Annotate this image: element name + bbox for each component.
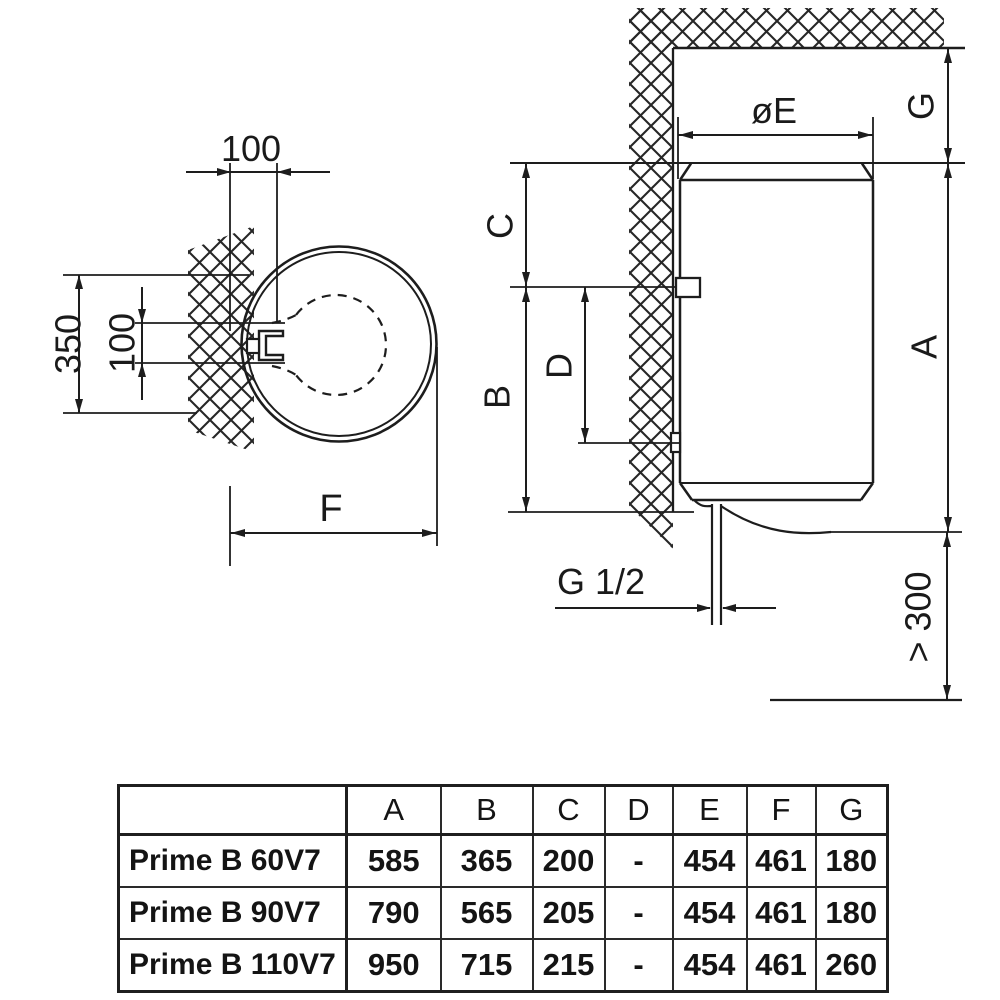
dim-350 — [63, 274, 249, 414]
outlet-pipe — [710, 504, 723, 625]
spec-cell: 454 — [671, 885, 748, 940]
header-B: B — [439, 784, 534, 836]
spec-cell: 180 — [814, 885, 889, 940]
spec-cell: 200 — [531, 833, 606, 888]
dim-label-top-gap: G — [901, 92, 942, 120]
spec-cell: 215 — [531, 937, 606, 993]
header-D: D — [603, 784, 674, 836]
dim-100-inner — [135, 287, 285, 400]
tank-outline-inner — [246, 251, 432, 437]
spec-cell: 180 — [814, 833, 889, 888]
spec-cell: 715 — [439, 937, 534, 993]
dim-F — [229, 347, 438, 566]
wall-hatch-top-view — [188, 226, 254, 452]
spec-cell: 790 — [345, 885, 442, 940]
inner-tank-dashed — [271, 293, 388, 397]
side-view: øE G A > 300 — [477, 8, 965, 702]
spec-cell: 205 — [531, 885, 606, 940]
header-A: A — [345, 784, 442, 836]
spec-cell: - — [603, 937, 674, 993]
ceiling-hatch — [629, 8, 944, 48]
spec-cell: 585 — [345, 833, 442, 888]
dim-label-inner-100: 100 — [102, 313, 143, 373]
spec-cell: 454 — [671, 937, 748, 993]
spec-cell: 260 — [814, 937, 889, 993]
tank-outline-side — [510, 162, 965, 535]
dim-label-floor-clearance: > 300 — [898, 571, 939, 662]
spec-cell: 365 — [439, 833, 534, 888]
dim-label-diameter: øE — [751, 90, 797, 131]
spec-table: A B C D E F G Prime B 60V7 585 365 200 -… — [117, 784, 889, 993]
table-row: Prime B 110V7 950 715 215 - 454 461 260 — [117, 937, 889, 993]
header-model — [117, 784, 348, 836]
dim-100-top — [186, 163, 330, 331]
spec-cell: 454 — [671, 833, 748, 888]
tank-outline-outer — [240, 245, 438, 443]
dim-label-top-width: 100 — [221, 128, 281, 169]
header-C: C — [531, 784, 606, 836]
technical-drawing: 100 350 100 — [48, 8, 965, 702]
mounting-bracket-top-view — [257, 329, 285, 362]
dim-label-depth-F: F — [319, 488, 342, 530]
spec-cell: 461 — [745, 833, 817, 888]
reference-lines — [508, 286, 962, 702]
spec-cell: 461 — [745, 937, 817, 993]
top-view: 100 350 100 — [48, 128, 438, 566]
dim-diameter-E — [677, 117, 874, 179]
model-name: Prime B 60V7 — [117, 833, 348, 888]
spec-cell: - — [603, 833, 674, 888]
spec-cell: 950 — [345, 937, 442, 993]
model-name: Prime B 90V7 — [117, 885, 348, 940]
table-row: Prime B 90V7 790 565 205 - 454 461 180 — [117, 885, 889, 940]
header-F: F — [745, 784, 817, 836]
dim-label-pipe-thread: G 1/2 — [557, 561, 645, 602]
wall-hatch-side-view — [629, 8, 673, 549]
dim-label-lower-bracket: D — [539, 353, 580, 379]
spec-cell: - — [603, 885, 674, 940]
bracket-wall-anchor — [245, 337, 261, 355]
model-name: Prime B 110V7 — [117, 937, 348, 993]
dim-label-upper-bracket: C — [480, 213, 521, 239]
dim-label-height-350: 350 — [48, 314, 89, 374]
upper-wall-bracket — [674, 276, 702, 299]
dim-label-height-A: A — [904, 335, 945, 359]
table-row: Prime B 60V7 585 365 200 - 454 461 180 — [117, 833, 889, 888]
spec-cell: 461 — [745, 885, 817, 940]
spec-cell: 565 — [439, 885, 534, 940]
header-G: G — [814, 784, 889, 836]
header-E: E — [671, 784, 748, 836]
table-header-row: A B C D E F G — [117, 784, 889, 836]
dim-label-bracket-span: B — [477, 385, 518, 409]
